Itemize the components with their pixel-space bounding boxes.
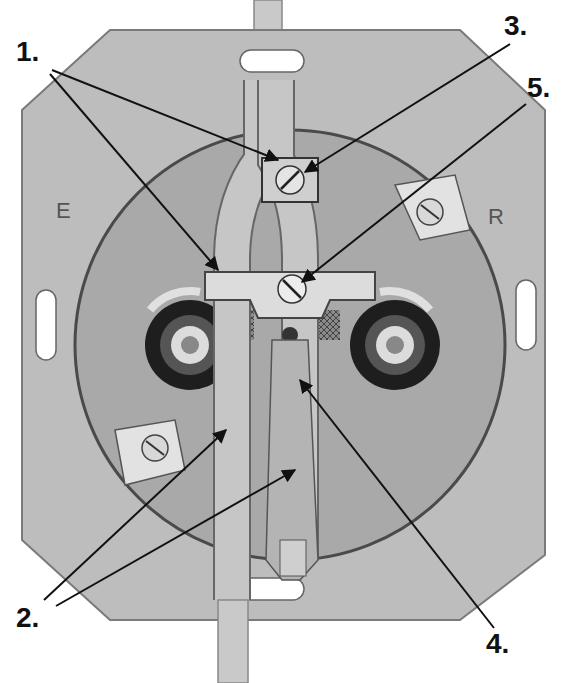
callout-number: 2. [16, 604, 39, 632]
cable [218, 600, 248, 683]
callout-number: 1. [16, 38, 39, 66]
mounting-slot [516, 280, 536, 350]
mounting-plate [22, 30, 545, 620]
earth-clip [115, 420, 185, 485]
leader-line [44, 44, 526, 628]
earth-strap [205, 272, 375, 343]
earth-tongue [266, 340, 318, 580]
plate-marking: E [56, 200, 71, 222]
plate-marking: R [488, 206, 504, 228]
earth-clip [395, 175, 470, 240]
terminal-clamp [262, 158, 318, 202]
callout-number: 4. [486, 630, 509, 658]
mounting-slot [240, 50, 304, 72]
earth-tongue-end [280, 540, 306, 576]
mounting-slot [36, 290, 56, 360]
callout-number: 3. [504, 12, 527, 40]
callout-number: 5. [527, 74, 550, 102]
contact-hole [350, 291, 440, 390]
